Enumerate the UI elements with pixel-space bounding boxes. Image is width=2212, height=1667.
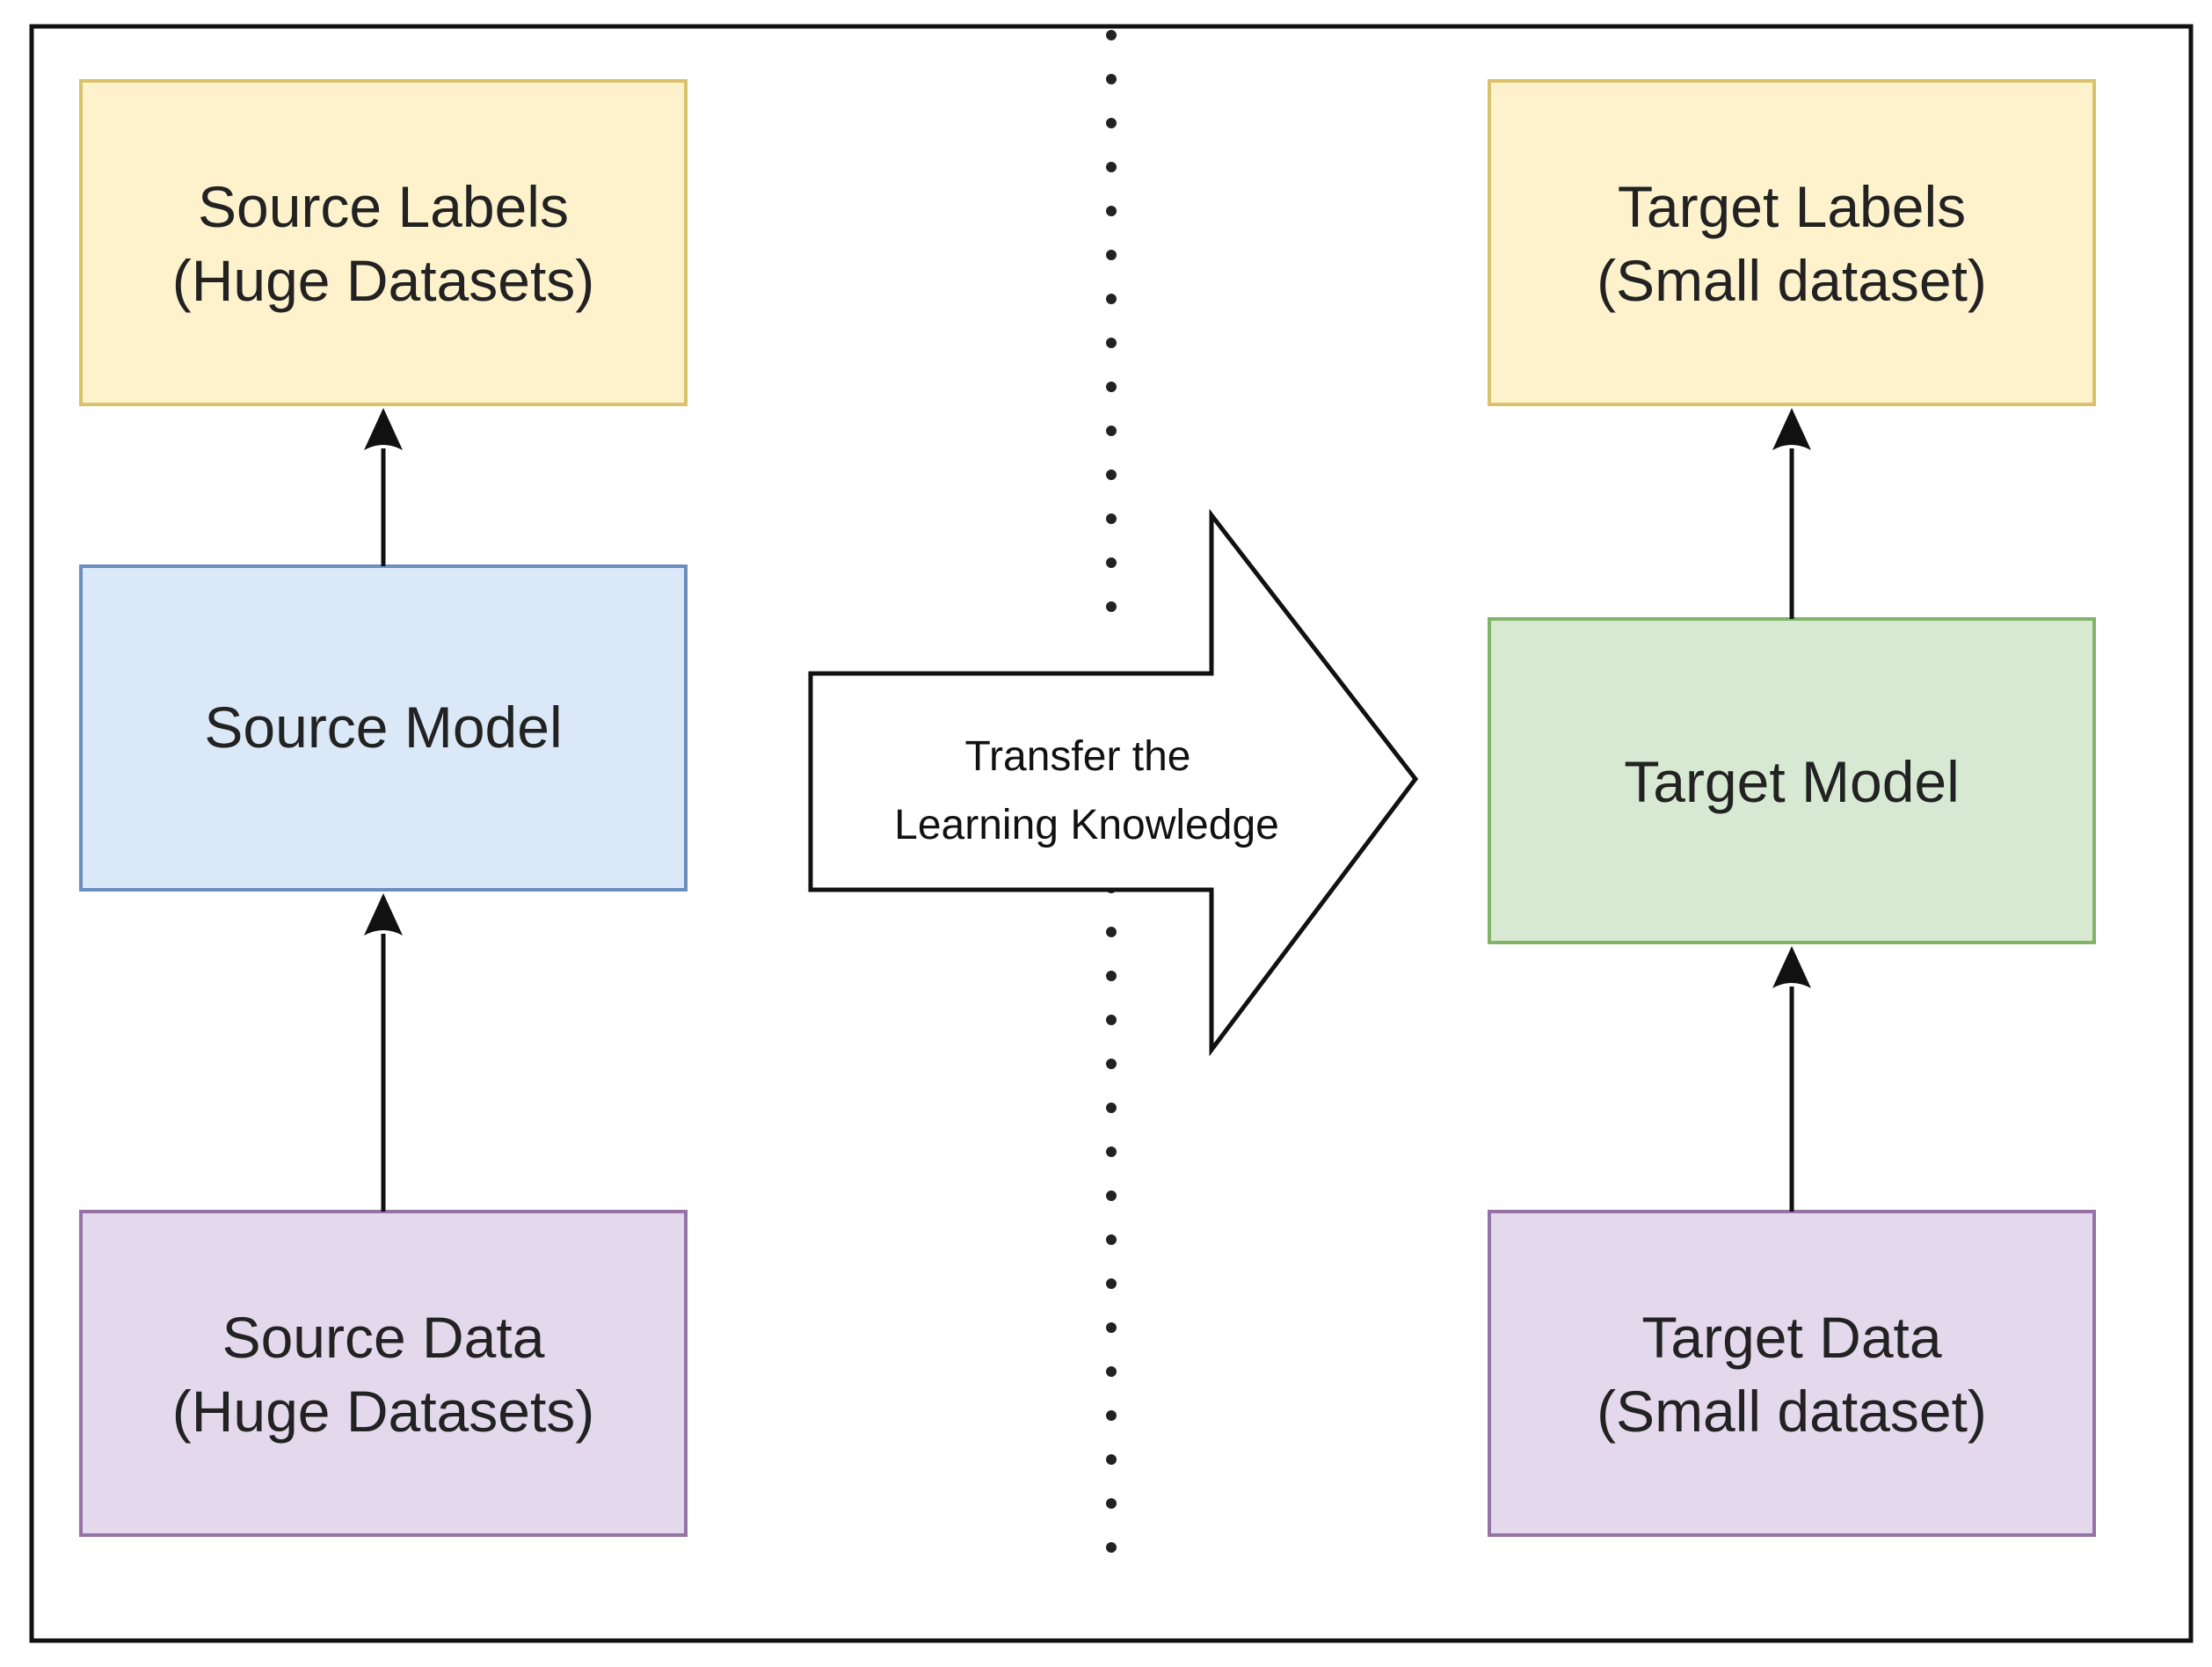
target-data-title: Target Data — [1641, 1305, 1941, 1370]
arrowhead-icon — [1772, 946, 1811, 988]
target-model-box: Target Model — [1488, 617, 2096, 944]
block-arrow-shape — [808, 508, 1419, 1057]
transfer-arrow-line1: Transfer the — [965, 733, 1191, 780]
source-arrow-data-to-model — [364, 893, 403, 1212]
target-model-title: Target Model — [1624, 749, 1960, 814]
arrowhead-icon — [364, 408, 403, 450]
target-arrow-data-to-model — [1772, 946, 1811, 1212]
arrowhead-icon — [364, 893, 403, 935]
target-labels-subtitle: (Small dataset) — [1597, 248, 1987, 313]
source-data-title: Source Data — [222, 1305, 545, 1370]
source-labels-box: Source Labels (Huge Datasets) — [79, 79, 688, 406]
source-labels-title: Source Labels — [198, 174, 569, 239]
target-labels-title: Target Labels — [1618, 174, 1966, 239]
target-arrow-model-to-labels — [1772, 408, 1811, 619]
target-labels-box: Target Labels (Small dataset) — [1488, 79, 2096, 406]
source-data-subtitle: (Huge Datasets) — [172, 1379, 595, 1444]
source-arrow-model-to-labels — [364, 408, 403, 566]
transfer-arrow: Transfer the Learning Knowledge — [808, 508, 1419, 1057]
arrowhead-icon — [1772, 408, 1811, 450]
source-data-box: Source Data (Huge Datasets) — [79, 1210, 688, 1537]
transfer-arrow-line2: Learning Knowledge — [894, 802, 1279, 848]
source-model-title: Source Model — [204, 695, 562, 760]
target-data-box: Target Data (Small dataset) — [1488, 1210, 2096, 1537]
target-data-subtitle: (Small dataset) — [1597, 1379, 1987, 1444]
source-labels-subtitle: (Huge Datasets) — [172, 248, 595, 313]
source-model-box: Source Model — [79, 564, 688, 892]
